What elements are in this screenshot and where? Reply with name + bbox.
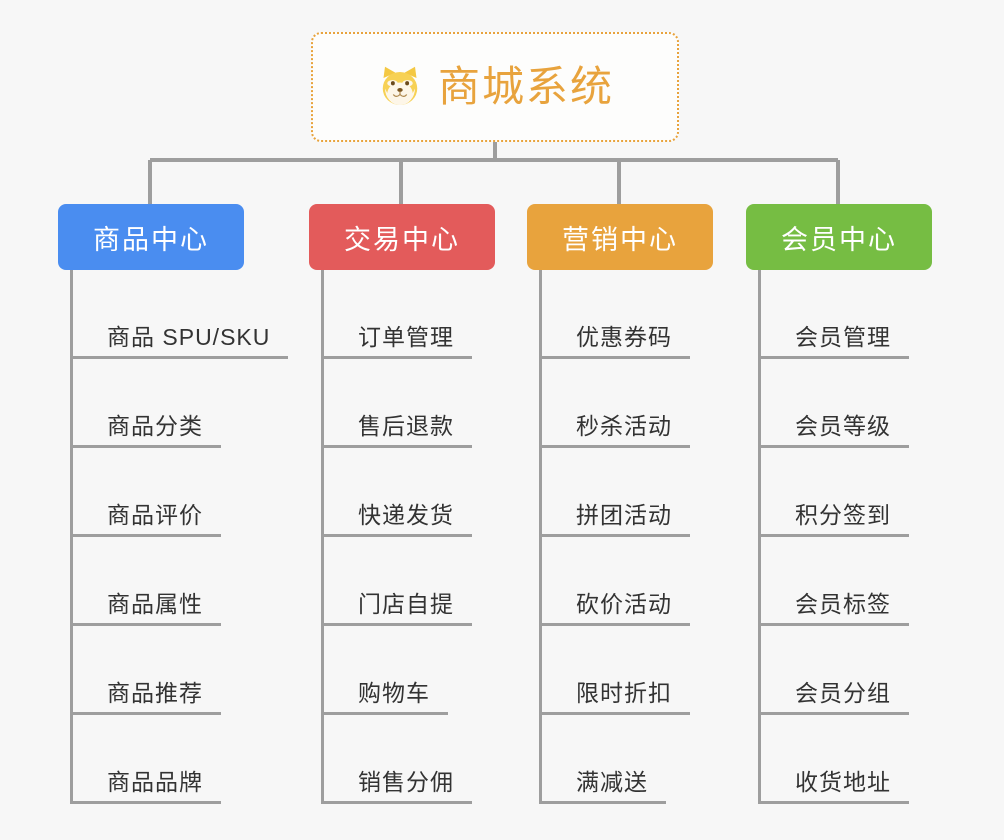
leaf-label: 会员分组 — [795, 680, 891, 706]
leaf-label: 商品 SPU/SKU — [107, 324, 271, 350]
leaf-item[interactable]: 购物车 — [321, 626, 495, 715]
leaf-label: 商品评价 — [107, 502, 203, 528]
leaf-item[interactable]: 砍价活动 — [539, 537, 713, 626]
leaf-item[interactable]: 商品推荐 — [70, 626, 244, 715]
leaf-item[interactable]: 商品属性 — [70, 537, 244, 626]
root-label: 商城系统 — [437, 63, 614, 110]
category-header-trade-center[interactable]: 交易中心 — [309, 204, 495, 270]
leaf-label: 拼团活动 — [576, 502, 672, 528]
category-header-marketing-center[interactable]: 营销中心 — [527, 204, 713, 270]
leaf-label: 满减送 — [576, 769, 648, 795]
leaf-underline: 商品品牌 — [70, 767, 221, 804]
leaf-label: 会员标签 — [795, 591, 891, 617]
leaf-label: 销售分佣 — [358, 769, 454, 795]
category-label: 商品中心 — [93, 224, 209, 255]
leaf-underline: 商品属性 — [70, 589, 221, 626]
leaf-item[interactable]: 订单管理 — [321, 270, 495, 359]
leaf-item[interactable]: 门店自提 — [321, 537, 495, 626]
leaf-underline: 限时折扣 — [539, 678, 690, 715]
leaf-label: 优惠券码 — [576, 324, 672, 350]
leaf-item[interactable]: 满减送 — [539, 715, 713, 804]
leaf-item[interactable]: 限时折扣 — [539, 626, 713, 715]
category-header-product-center[interactable]: 商品中心 — [58, 204, 244, 270]
leaf-underline: 商品评价 — [70, 500, 221, 537]
root-node[interactable]: 商城系统 — [311, 32, 679, 142]
category-label: 营销中心 — [562, 224, 678, 255]
column-member-center: 会员中心会员管理会员等级积分签到会员标签会员分组收货地址 — [746, 204, 932, 804]
leaf-label: 砍价活动 — [576, 591, 672, 617]
leaf-label: 秒杀活动 — [576, 413, 672, 439]
category-header-member-center[interactable]: 会员中心 — [746, 204, 932, 270]
leaf-item[interactable]: 会员等级 — [758, 359, 932, 448]
leaf-underline: 快递发货 — [321, 500, 472, 537]
leaf-label: 商品品牌 — [107, 769, 203, 795]
leaf-underline: 订单管理 — [321, 322, 472, 359]
leaf-underline: 商品分类 — [70, 411, 221, 448]
category-label: 交易中心 — [344, 224, 460, 255]
leaf-item[interactable]: 快递发货 — [321, 448, 495, 537]
leaf-label: 限时折扣 — [576, 680, 672, 706]
category-label: 会员中心 — [781, 224, 897, 255]
leaf-underline: 会员管理 — [758, 322, 909, 359]
leaf-item[interactable]: 会员分组 — [758, 626, 932, 715]
leaf-label: 会员管理 — [795, 324, 891, 350]
leaf-label: 收货地址 — [795, 769, 891, 795]
leaf-underline: 拼团活动 — [539, 500, 690, 537]
leaf-list-member-center: 会员管理会员等级积分签到会员标签会员分组收货地址 — [758, 270, 932, 804]
leaf-underline: 购物车 — [321, 678, 448, 715]
leaf-label: 会员等级 — [795, 413, 891, 439]
leaf-underline: 商品 SPU/SKU — [70, 322, 289, 359]
leaf-list-trade-center: 订单管理售后退款快递发货门店自提购物车销售分佣 — [321, 270, 495, 804]
column-trade-center: 交易中心订单管理售后退款快递发货门店自提购物车销售分佣 — [309, 204, 495, 804]
leaf-item[interactable]: 售后退款 — [321, 359, 495, 448]
leaf-label: 商品属性 — [107, 591, 203, 617]
leaf-item[interactable]: 商品品牌 — [70, 715, 244, 804]
leaf-underline: 商品推荐 — [70, 678, 221, 715]
leaf-underline: 会员分组 — [758, 678, 909, 715]
leaf-label: 购物车 — [358, 680, 430, 706]
leaf-item[interactable]: 商品 SPU/SKU — [70, 270, 289, 359]
leaf-label: 商品分类 — [107, 413, 203, 439]
leaf-underline: 门店自提 — [321, 589, 472, 626]
leaf-underline: 会员标签 — [758, 589, 909, 626]
leaf-item[interactable]: 拼团活动 — [539, 448, 713, 537]
leaf-underline: 收货地址 — [758, 767, 909, 804]
leaf-list-marketing-center: 优惠券码秒杀活动拼团活动砍价活动限时折扣满减送 — [539, 270, 713, 804]
leaf-item[interactable]: 商品评价 — [70, 448, 244, 537]
leaf-label: 商品推荐 — [107, 680, 203, 706]
shiba-dog-face-icon — [382, 66, 418, 105]
leaf-list-product-center: 商品 SPU/SKU 商品分类商品评价商品属性商品推荐商品品牌 — [70, 270, 289, 804]
leaf-item[interactable]: 销售分佣 — [321, 715, 495, 804]
leaf-underline: 优惠券码 — [539, 322, 690, 359]
leaf-item[interactable]: 秒杀活动 — [539, 359, 713, 448]
leaf-underline: 会员等级 — [758, 411, 909, 448]
leaf-label: 售后退款 — [358, 413, 454, 439]
column-product-center: 商品中心商品 SPU/SKU 商品分类商品评价商品属性商品推荐商品品牌 — [58, 204, 289, 804]
leaf-underline: 砍价活动 — [539, 589, 690, 626]
column-marketing-center: 营销中心优惠券码秒杀活动拼团活动砍价活动限时折扣满减送 — [527, 204, 713, 804]
leaf-item[interactable]: 会员管理 — [758, 270, 932, 359]
leaf-underline: 销售分佣 — [321, 767, 472, 804]
leaf-underline: 秒杀活动 — [539, 411, 690, 448]
leaf-label: 订单管理 — [358, 324, 454, 350]
leaf-underline: 满减送 — [539, 767, 666, 804]
leaf-item[interactable]: 会员标签 — [758, 537, 932, 626]
leaf-item[interactable]: 商品分类 — [70, 359, 244, 448]
leaf-label: 积分签到 — [795, 502, 891, 528]
leaf-item[interactable]: 收货地址 — [758, 715, 932, 804]
leaf-underline: 积分签到 — [758, 500, 909, 537]
leaf-label: 门店自提 — [358, 591, 454, 617]
leaf-item[interactable]: 优惠券码 — [539, 270, 713, 359]
leaf-label: 快递发货 — [358, 502, 454, 528]
leaf-item[interactable]: 积分签到 — [758, 448, 932, 537]
leaf-underline: 售后退款 — [321, 411, 472, 448]
